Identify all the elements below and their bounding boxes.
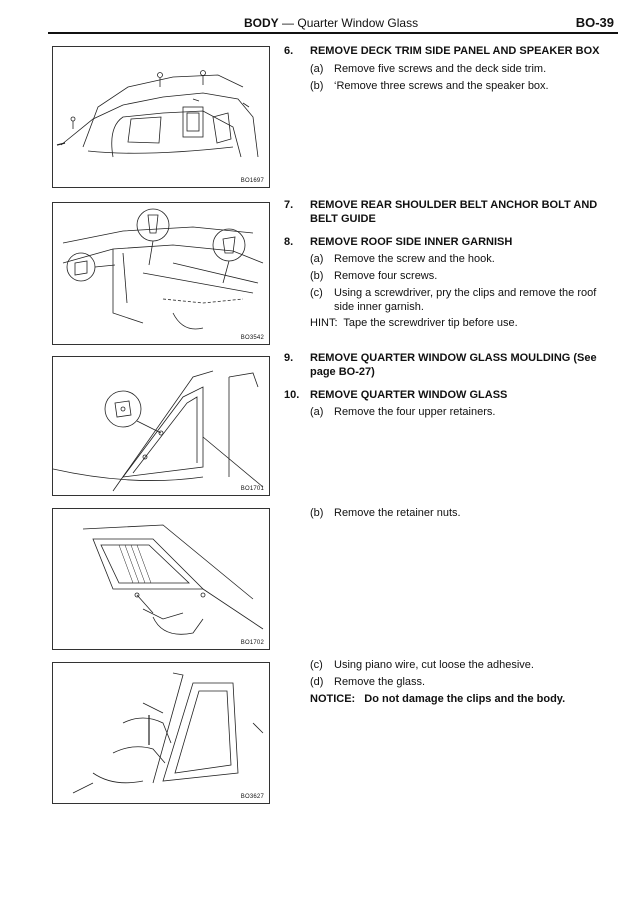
hint-label: HINT: [310, 317, 338, 329]
item-label: (c) [310, 287, 323, 299]
figure-code: BO1701 [240, 486, 264, 492]
item-text: Using piano wire, cut loose the adhesive… [334, 659, 534, 671]
figure-deck-trim: BO1697 [52, 46, 270, 188]
item-label: (b) [310, 270, 324, 282]
step-title: REMOVE ROOF SIDE INNER GARNISH [310, 236, 513, 248]
figure-code: BO3627 [240, 794, 264, 800]
item-label: (a) [310, 406, 324, 418]
item-text: Remove four screws. [334, 270, 438, 282]
section-name: BODY [244, 16, 279, 30]
figure-code: BO1702 [240, 640, 264, 646]
roof-garnish-illustration [62, 208, 264, 330]
deck-trim-illustration [56, 70, 259, 158]
step-number: 8. [284, 236, 294, 248]
figure-piano-wire: BO3627 [52, 662, 270, 804]
item-text: Remove the four upper retainers. [334, 406, 496, 418]
item-text: Remove five screws and the deck side tri… [334, 63, 547, 75]
item-text: Using a screwdriver, pry the clips and r… [334, 287, 597, 313]
notice-text: Do not damage the clips and the body. [364, 693, 566, 705]
notice-label: NOTICE: [310, 693, 356, 705]
step-8-hint: HINT: Tape the screwdriver tip before us… [310, 316, 518, 330]
figure-upper-retainers: BO1701 [52, 356, 270, 496]
step-number: 10. [284, 389, 300, 401]
item-label: (a) [310, 63, 324, 75]
header-rule [48, 32, 618, 34]
figure-roof-garnish: BO3542 [52, 202, 270, 345]
step-title: REMOVE REAR SHOULDER BELT ANCHOR BOLT AN… [310, 199, 598, 225]
figure-retainer-nuts: BO1702 [52, 508, 270, 650]
retainer-nuts-illustration [82, 524, 264, 635]
step-title: REMOVE QUARTER WINDOW GLASS [310, 389, 508, 401]
step-number: 6. [284, 45, 294, 57]
step-10-notice: NOTICE: Do not damage the clips and the … [310, 692, 565, 706]
item-text: Remove the retainer nuts. [334, 507, 461, 519]
header-subject: Quarter Window Glass [297, 16, 419, 30]
item-label: (c) [310, 659, 323, 671]
upper-retainers-illustration [53, 370, 264, 492]
item-label: (b) [310, 80, 324, 92]
page-header-title: BODY — Quarter Window Glass [244, 16, 418, 30]
hint-text: Tape the screwdriver tip before use. [343, 317, 518, 329]
piano-wire-illustration [72, 672, 264, 794]
step-number: 7. [284, 199, 294, 211]
item-label: (d) [310, 676, 324, 688]
item-label: (b) [310, 507, 324, 519]
step-number: 9. [284, 352, 294, 364]
item-text: ‘Remove three screws and the speaker box… [334, 80, 549, 92]
page-number: BO-39 [575, 15, 614, 30]
item-label: (a) [310, 253, 324, 265]
figure-code: BO1697 [240, 178, 264, 184]
item-text: Remove the screw and the hook. [334, 253, 495, 265]
step-title: REMOVE QUARTER WINDOW GLASS MOULDING (Se… [310, 352, 597, 378]
item-text: Remove the glass. [334, 676, 426, 688]
header-separator: — [282, 16, 295, 30]
step-title: REMOVE DECK TRIM SIDE PANEL AND SPEAKER … [310, 45, 600, 57]
figure-code: BO3542 [240, 335, 264, 341]
